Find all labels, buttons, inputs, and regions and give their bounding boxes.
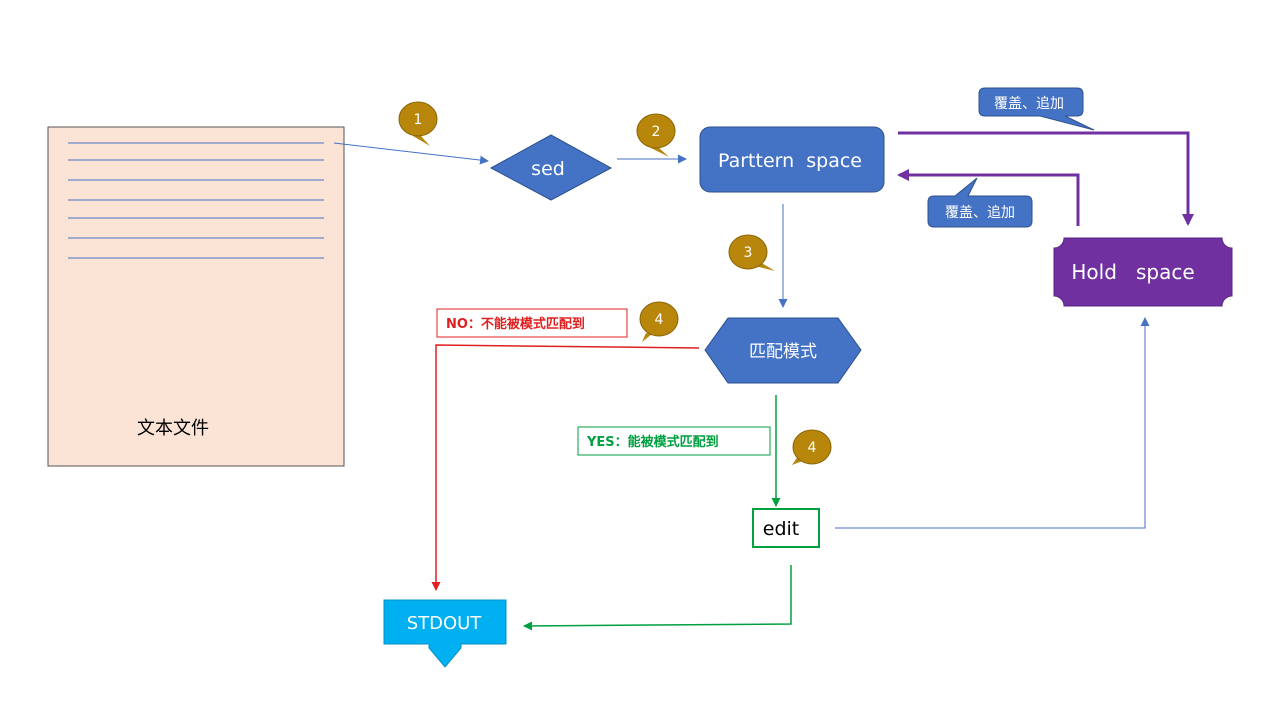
stdout-node: STDOUT [383, 599, 507, 668]
hold-space-node: Hold space [1053, 237, 1233, 307]
edit-node: edit [752, 508, 820, 548]
callout-top-label: 覆盖、追加 [994, 96, 1064, 112]
hold-space-label: Hold space [1071, 260, 1194, 284]
edit-label: edit [763, 518, 799, 540]
step-badge-4-top: 4 [639, 301, 679, 342]
document-label: 文本文件 [137, 418, 209, 439]
arrow-pattern-to-hold [898, 131, 1194, 226]
step-badge-3-label: 3 [744, 245, 753, 261]
callout-overwrite-append-bottom: 覆盖、追加 [927, 177, 1033, 228]
arrow-file-to-sed [333, 142, 489, 165]
step-badge-3: 3 [728, 234, 775, 271]
step-badge-4-bottom-label: 4 [808, 440, 817, 456]
yes-condition-box: YES：能被模式匹配到 [577, 426, 771, 456]
arrow-hold-to-pattern [897, 169, 1080, 226]
step-badge-2-label: 2 [652, 124, 661, 140]
document-lines [68, 142, 324, 259]
yes-condition-label: YES：能被模式匹配到 [586, 434, 719, 450]
callout-overwrite-append-top: 覆盖、追加 [978, 87, 1095, 131]
sed-label: sed [531, 158, 565, 180]
arrow-no-match-to-stdout [431, 344, 700, 591]
arrow-edit-to-stdout [523, 565, 792, 631]
no-condition-box: NO：不能被模式匹配到 [436, 308, 628, 338]
callout-bottom-label: 覆盖、追加 [945, 205, 1015, 221]
match-pattern-label: 匹配模式 [749, 342, 817, 362]
pattern-space-label: Parttern space [718, 150, 862, 172]
match-pattern-node: 匹配模式 [704, 317, 862, 384]
step-badge-4-bottom: 4 [792, 429, 832, 465]
pattern-space-node: Parttern space [699, 126, 885, 193]
step-badge-2: 2 [636, 113, 676, 157]
text-file-document: 文本文件 [47, 126, 345, 467]
arrow-edit-to-hold [835, 317, 1150, 529]
stdout-label: STDOUT [407, 613, 483, 634]
step-badge-1-label: 1 [414, 112, 423, 128]
no-condition-label: NO：不能被模式匹配到 [446, 316, 585, 332]
sed-node: sed [489, 134, 613, 201]
step-badge-1: 1 [398, 101, 438, 146]
step-badge-4-top-label: 4 [655, 312, 664, 328]
